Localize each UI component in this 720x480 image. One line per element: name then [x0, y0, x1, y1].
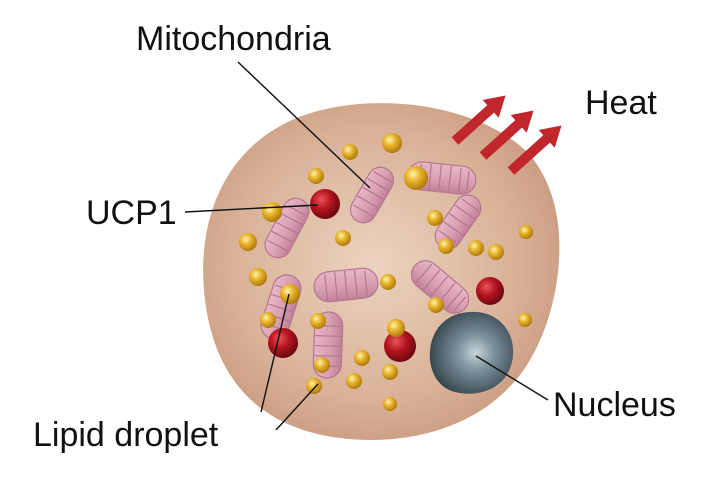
lipid-droplet [427, 210, 443, 226]
leader-lines [184, 61, 549, 431]
lipid-droplet [519, 225, 533, 239]
nucleus-label: Nucleus [553, 386, 676, 424]
lipid-droplet [468, 240, 484, 256]
ucp1-group [268, 189, 504, 362]
lipid-droplet [387, 319, 405, 337]
lipid-droplet [260, 312, 276, 328]
lipid-droplet [518, 313, 532, 327]
lipid-droplet [428, 297, 444, 313]
lipid-droplet [280, 284, 300, 304]
ucp1-protein [476, 277, 504, 305]
lipid-droplet [354, 350, 370, 366]
lipid-droplet-label: Lipid droplet [33, 416, 219, 454]
lipid-droplet [239, 233, 257, 251]
heat-arrow [479, 110, 534, 160]
ucp1-protein [384, 330, 416, 362]
ucp1-protein [268, 328, 298, 358]
lipid-droplet [383, 397, 397, 411]
lipid-droplet-group [239, 133, 533, 411]
ucp1-label: UCP1 [86, 194, 177, 232]
lipid-droplet [308, 168, 324, 184]
mitochondria-group [260, 161, 482, 379]
heat-arrow [451, 95, 506, 145]
lipid-droplet [488, 244, 504, 260]
nucleus [429, 311, 514, 394]
lipid-droplet [249, 268, 267, 286]
mitochondria-leader-line [237, 61, 371, 189]
lipid-droplet [314, 357, 330, 373]
lipid-droplet [262, 202, 282, 222]
mitochondria-label: Mitochondria [136, 20, 331, 58]
nucleus-leader-line [475, 355, 549, 401]
lipid-droplet [335, 230, 351, 246]
lipid-droplet-leader-line [260, 293, 290, 413]
mitochondrion [410, 260, 470, 314]
ucp1-protein [310, 189, 340, 219]
lipid-droplet [310, 313, 326, 329]
lipid-droplet-leader-line [275, 383, 319, 431]
lipid-droplet [382, 364, 398, 380]
ucp1-leader-line [184, 204, 319, 213]
lipid-droplet [404, 166, 428, 190]
mitochondrion [264, 197, 310, 259]
lipid-droplet [346, 373, 362, 389]
lipid-droplet [382, 133, 402, 153]
heat-arrows [451, 95, 562, 175]
lipid-droplet [306, 378, 322, 394]
lipid-droplet [342, 144, 358, 160]
heat-arrow [507, 125, 562, 175]
heat-label: Heat [585, 84, 657, 122]
mitochondrion [349, 166, 395, 224]
mitochondrion [313, 267, 379, 303]
lipid-droplet [438, 238, 454, 254]
lipid-droplet [380, 274, 396, 290]
